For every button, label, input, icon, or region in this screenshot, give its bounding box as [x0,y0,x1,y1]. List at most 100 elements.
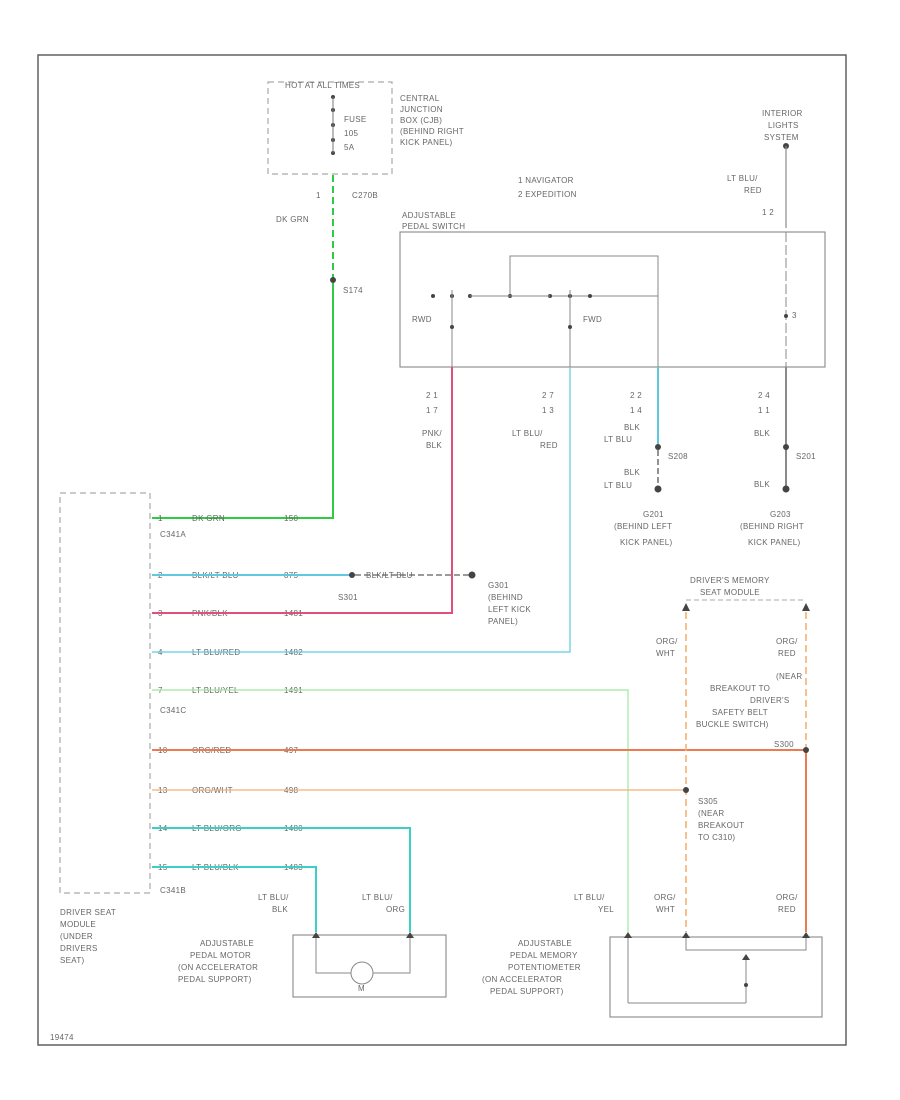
g301-line-2: (BEHIND [488,593,523,602]
hot-at-all-times-label: HOT AT ALL TIMES [285,81,360,90]
wire-dk-grn [152,283,334,519]
pedal-switch-pin-3: 3 [792,311,797,320]
pedal-switch-title-2: PEDAL SWITCH [402,222,465,231]
pins-ltblu-1: 2 7 [542,391,554,400]
pot-wire-b-2: WHT [656,905,675,914]
pot-wire-a-2: YEL [598,905,614,914]
motor-wire-right-1: LT BLU/ [362,893,393,902]
right-org-wht-1: ORG/ [656,637,678,646]
motor-line-1: ADJUSTABLE [200,939,254,948]
pins-blk-right-2: 1 1 [758,406,770,415]
pins-blk-left-1: 2 2 [630,391,642,400]
module-line-3: (UNDER [60,932,93,941]
wire-lt-blu-blk [152,866,317,932]
memory-seat-module: DRIVER'S MEMORY SEAT MODULE ORG/ WHT ORG… [656,576,810,932]
adjustable-pedal-motor: LT BLU/ BLK LT BLU/ ORG M ADJUSTABLE PED… [178,893,447,998]
g203-blk-1: BLK [754,429,770,438]
fuse-label: FUSE [344,115,367,124]
adjustable-pedal-potentiometer: LT BLU/ YEL ORG/ WHT ORG/ RED ADJUSTABLE… [482,893,823,1018]
fuse-number: 105 [344,129,358,138]
module-line-2: MODULE [60,920,96,929]
pot-line-4: (ON ACCELERATOR [482,975,562,984]
driver-seat-module: DRIVER SEAT MODULE (UNDER DRIVERS SEAT) … [59,492,186,965]
splice-s301: S301 [338,593,358,602]
int-lights-line-2: LIGHTS [768,121,799,130]
pot-line-1: ADJUSTABLE [518,939,572,948]
connector-c341b: C341B [160,886,186,895]
int-lights-line-3: SYSTEM [764,133,799,142]
g201-blk-2: BLK [624,468,640,477]
pins-pnk-1: 2 1 [426,391,438,400]
diagram-id: 19474 [50,1033,74,1042]
pedal-switch-title-1: ADJUSTABLE [402,211,456,220]
splice-s208: S208 [668,452,688,461]
memory-module-line-1: DRIVER'S MEMORY [690,576,770,585]
splice-s174-dot [330,277,336,283]
motor-wire-right-2: ORG [386,905,405,914]
adjustable-pedal-switch: ADJUSTABLE PEDAL SWITCH RWD FWD 3 2 1 1 … [399,211,826,450]
s305-line-4: TO C310) [698,833,735,842]
s305-line-1: S305 [698,797,718,806]
pot-line-3: POTENTIOMETER [508,963,581,972]
module-pin-1: 1 [158,514,163,523]
connector-c341a: C341A [160,530,186,539]
ground-g201: BLK LT BLU S208 BLK LT BLU G201 (BEHIND … [604,367,688,547]
legend-expedition: 2 EXPEDITION [518,190,577,199]
wire-lt-blu-red [152,367,571,653]
motor-line-3: (ON ACCELERATOR [178,963,258,972]
wire-lt-blu-yel [152,689,629,932]
cjb-connector: C270B [352,191,378,200]
motor-m: M [358,984,365,993]
right-org-wht-2: WHT [656,649,675,658]
g201-blk-1: BLK [624,423,640,432]
interior-lights-system: INTERIOR LIGHTS SYSTEM LT BLU/ RED 1 2 [727,109,802,228]
fuse-amps: 5A [344,143,355,152]
g301-line-1: G301 [488,581,509,590]
pot-line-2: PEDAL MEMORY [510,951,578,960]
near-line-2: BREAKOUT TO [710,684,770,693]
g203-line-2: (BEHIND RIGHT [740,522,804,531]
int-lights-wire-1: LT BLU/ [727,174,758,183]
g203-line-1: G203 [770,510,791,519]
wire-label-ltblu: LT BLU/ [512,429,543,438]
module-line-5: SEAT) [60,956,85,965]
g203-line-3: KICK PANEL) [748,538,801,547]
near-line-4: SAFETY BELT [712,708,768,717]
pins-pnk-2: 1 7 [426,406,438,415]
module-circuit-1: 150 [284,514,298,523]
ground-g301: S301 BLK/LT BLU G301 (BEHIND LEFT KICK P… [152,571,531,626]
splice-s201: S201 [796,452,816,461]
s305-line-2: (NEAR [698,809,724,818]
cjb-line-4: (BEHIND RIGHT [400,127,464,136]
memory-module-line-2: SEAT MODULE [700,588,760,597]
pins-blk-left-2: 1 4 [630,406,642,415]
g301-line-3: LEFT KICK [488,605,531,614]
pot-wire-c-2: RED [778,905,796,914]
near-line-3: DRIVER'S [750,696,790,705]
blk-lt-blu-label: BLK/LT BLU [366,571,413,580]
wire-label-blk: BLK [426,441,442,450]
module-wire-name-1: DK GRN [192,514,225,523]
wire-label-pnk: PNK/ [422,429,442,438]
splice-s174-label: S174 [343,286,363,295]
pins-blk-right-1: 2 4 [758,391,770,400]
cjb-line-3: BOX (CJB) [400,116,442,125]
pedal-switch-rwd: RWD [412,315,432,324]
g201-line-2: (BEHIND LEFT [614,522,672,531]
diagram-frame [37,54,847,1046]
g301-line-4: PANEL) [488,617,518,626]
motor-wire-left-2: BLK [272,905,288,914]
int-lights-wire-2: RED [744,186,762,195]
motor-line-2: PEDAL MOTOR [190,951,251,960]
pot-wire-c-1: ORG/ [776,893,798,902]
module-line-1: DRIVER SEAT [60,908,116,917]
wire-pnk-blk [152,367,453,614]
central-junction-box: HOT AT ALL TIMES FUSE 105 5A CENTRAL JUN… [267,81,464,200]
pot-wire-b-1: ORG/ [654,893,676,902]
legend-navigator: 1 NAVIGATOR [518,176,574,185]
cjb-line-1: CENTRAL [400,94,440,103]
cjb-pin: 1 [316,191,321,200]
module-line-4: DRIVERS [60,944,98,953]
splice-s300: S300 [774,740,794,749]
